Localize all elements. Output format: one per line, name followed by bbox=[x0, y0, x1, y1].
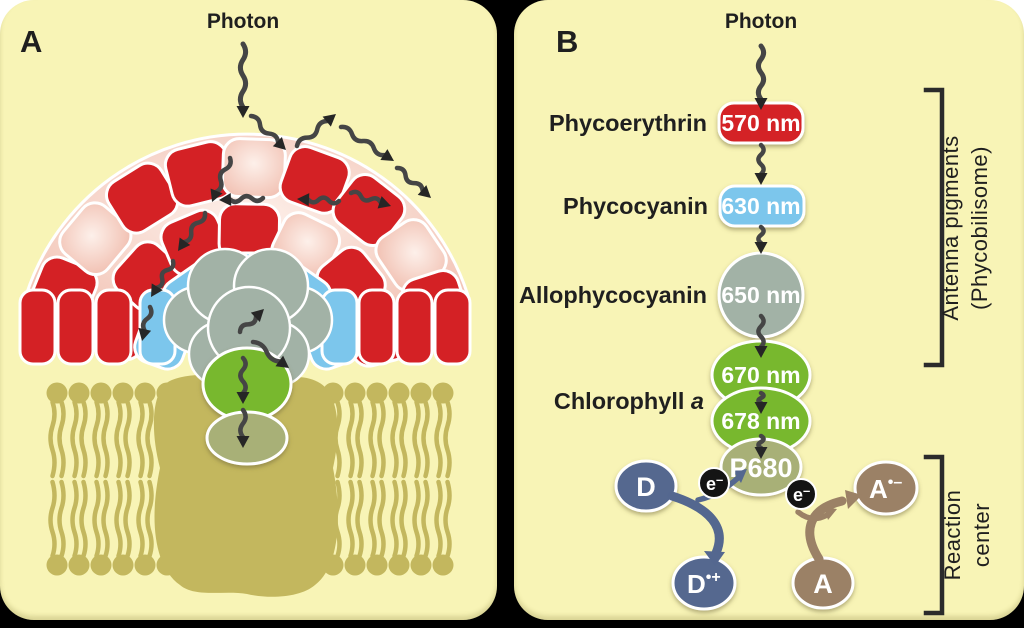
electron-circle-left bbox=[698, 467, 730, 499]
chlorophyll-nm-1: 670 nm bbox=[721, 362, 800, 388]
acceptor-reduced-node bbox=[853, 460, 919, 516]
energy-transfer-arrows bbox=[138, 41, 432, 448]
antenna-bracket bbox=[923, 87, 945, 368]
photosystem-protein-blob bbox=[153, 374, 338, 597]
acceptor-electron-arrows bbox=[795, 496, 847, 564]
allophycocyanin-nm: 650 nm bbox=[721, 282, 800, 308]
phycoerythrin-name: Phycoerythrin bbox=[549, 110, 707, 136]
electron-label-right: e– bbox=[793, 483, 810, 505]
donor-oxidized-label: D•+ bbox=[687, 569, 721, 599]
acceptor-label: A bbox=[813, 569, 833, 599]
allophycocyanin-name: Allophycocyanin bbox=[519, 282, 707, 308]
reaction-bracket-label-2: center bbox=[969, 503, 994, 567]
p680-label: P680 bbox=[729, 453, 792, 483]
antenna-bracket-label-1: Antenna pigments bbox=[938, 135, 963, 320]
panel-b-label: B bbox=[556, 24, 578, 59]
antenna-bracket-label-2: (Phycobilisome) bbox=[967, 146, 992, 310]
reaction-bracket-label-1: Reaction bbox=[940, 490, 965, 581]
electron-circle-right bbox=[785, 478, 817, 510]
phycoerythrin-nm: 570 nm bbox=[721, 110, 800, 136]
panel-a-drawing: A Photon bbox=[18, 10, 472, 597]
donor-node bbox=[614, 459, 678, 513]
panel-a-label: A bbox=[20, 24, 42, 59]
acceptor-electron-arrowhead bbox=[824, 507, 837, 520]
donor-label: D bbox=[636, 472, 656, 502]
acceptor-arrowhead bbox=[845, 490, 862, 509]
photon-label-a: Photon bbox=[207, 10, 279, 33]
energy-transfer-arrows-b bbox=[754, 43, 768, 459]
phycocyanin-name: Phycocyanin bbox=[563, 193, 708, 219]
donor-electron-arrowhead bbox=[733, 469, 747, 483]
acceptor-reduced-label: A•– bbox=[869, 474, 902, 504]
phycocyanin-nm: 630 nm bbox=[721, 193, 800, 219]
electron-label-left: e– bbox=[706, 472, 723, 494]
panel-b-energy-flow-diagram: 570 nm 630 nm 650 nm 670 nm 678 nm P680 … bbox=[514, 0, 1024, 620]
donor-arrowhead bbox=[704, 551, 725, 566]
donor-oxidized-node bbox=[671, 555, 737, 611]
reaction-bracket bbox=[923, 454, 945, 616]
chlorophyll-nm-2: 678 nm bbox=[721, 408, 800, 434]
panel-b-drawing: 570 nm 630 nm 650 nm 670 nm 678 nm P680 … bbox=[519, 10, 994, 616]
photon-label-b: Photon bbox=[725, 10, 797, 33]
panel-a-phycobilisome-structure: A Photon bbox=[0, 0, 497, 620]
chlorophyll-name: Chlorophyll a bbox=[554, 388, 704, 414]
